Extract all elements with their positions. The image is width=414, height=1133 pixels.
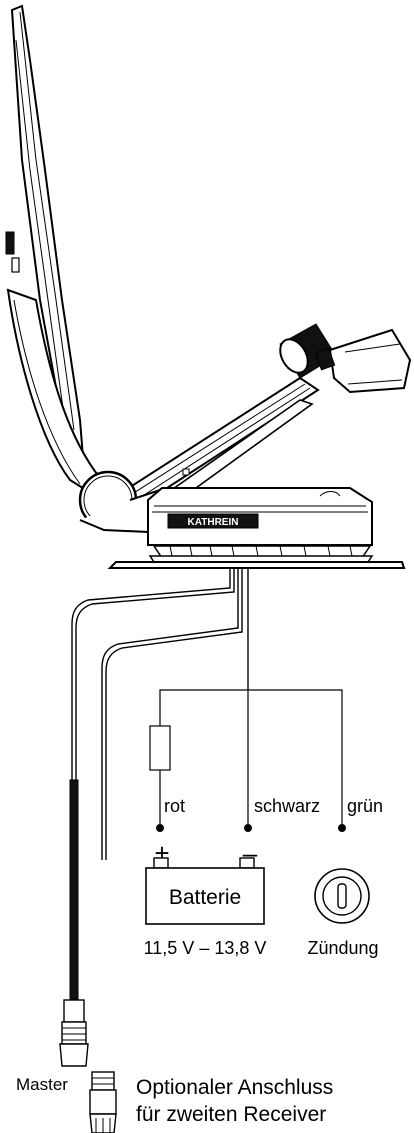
battery-box: [145, 867, 265, 925]
wire-red-label: rot: [164, 796, 185, 816]
coax-cables: [71, 568, 249, 860]
brand-label: KATHREIN: [188, 517, 239, 528]
ignition-switch: [314, 868, 370, 924]
mounting-plate: [107, 545, 406, 569]
power-wiring: [149, 689, 346, 832]
base-housing: KATHREIN: [79, 487, 373, 546]
terminal-black: [244, 824, 252, 832]
voltage-label: 11,5 V – 13,8 V: [144, 938, 267, 958]
ignition-label: Zündung: [307, 938, 378, 958]
brand-plate: [167, 513, 259, 529]
master-connector: [59, 779, 89, 1067]
fuse: [149, 725, 171, 771]
battery: + – Batterie: [145, 838, 265, 925]
terminal-red: [156, 824, 164, 832]
dish-reflector: [5, 4, 86, 478]
lnb: [279, 323, 412, 394]
battery-label: Batterie: [169, 886, 241, 909]
master-label: Master: [16, 1075, 68, 1094]
optional-label-line2: für zweiten Receiver: [136, 1103, 326, 1126]
wire-black-label: schwarz: [254, 796, 320, 816]
key-icon: [337, 883, 347, 909]
dish-clip: [5, 231, 15, 255]
optional-label-line1: Optionaler Anschluss: [136, 1076, 333, 1099]
terminal-green: [338, 824, 346, 832]
wire-green-label: grün: [347, 796, 383, 816]
optional-connector: [89, 1071, 117, 1133]
